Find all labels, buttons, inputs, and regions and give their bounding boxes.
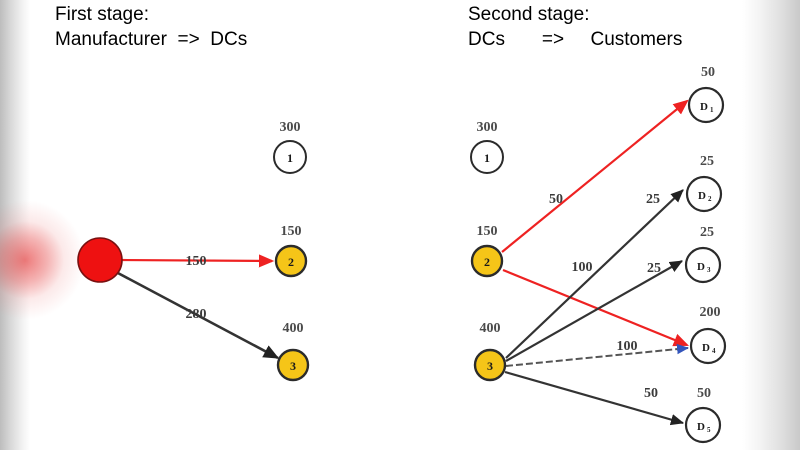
- stage2-flow-label-dc3-d3: 25: [647, 261, 661, 276]
- first-stage-title-line2: Manufacturer => DCs: [55, 29, 248, 50]
- stage2-flow-dc3-to-d5: [504, 370, 685, 426]
- customer-d5-demand: 50: [697, 386, 711, 401]
- stage1-node-dc1[interactable]: [273, 140, 307, 174]
- customer-node-d3[interactable]: [684, 246, 722, 284]
- stage2-group: 50 100 25 25 100 50 300 1 150 2 400 3 50…: [470, 65, 727, 444]
- customer-d3-demand: 25: [700, 225, 714, 240]
- stage1-node-dc3[interactable]: [276, 348, 310, 382]
- stage2-flow-dc3-to-d4: [505, 343, 689, 367]
- second-stage-title-line2: DCs => Customers: [468, 29, 683, 50]
- stage1-dc2-id: 2: [288, 255, 294, 269]
- stage1-dc3-capacity: 400: [283, 321, 304, 336]
- customer-d4-subscript: 4: [712, 347, 716, 355]
- stage2-flow-label-dc3-d5: 50: [644, 386, 658, 401]
- customer-d3-subscript: 3: [707, 266, 711, 274]
- stage2-node-dc3[interactable]: [473, 348, 507, 382]
- stage1-flow-label-dc3: 280: [186, 307, 207, 322]
- customer-node-d2[interactable]: [685, 175, 723, 213]
- customer-d5-id: D: [697, 421, 705, 433]
- stage2-dc3-id: 3: [487, 359, 493, 373]
- customer-d2-demand: 25: [700, 154, 714, 169]
- stage2-dc2-id: 2: [484, 255, 490, 269]
- stage2-dc2-capacity: 150: [477, 224, 498, 239]
- second-stage-title: Second stage: DCs => Customers: [468, 2, 682, 52]
- stage2-node-dc1[interactable]: [470, 140, 504, 174]
- customer-d1-subscript: 1: [710, 106, 714, 114]
- stage2-flow-label-dc3-d4: 100: [617, 339, 638, 354]
- customer-d4-id: D: [702, 342, 710, 354]
- stage2-flow-label-dc3-d2: 25: [646, 192, 660, 207]
- stage1-dc2-capacity: 150: [281, 224, 302, 239]
- right-edge-gradient-strip: [742, 0, 800, 450]
- stage2-dc1-capacity: 300: [477, 120, 498, 135]
- stage2-flow-label-dc2-d4: 100: [572, 260, 593, 275]
- first-stage-title-line1: First stage:: [55, 4, 149, 25]
- customer-node-d5[interactable]: [684, 406, 722, 444]
- stage2-flow-dc3-to-d3: [505, 260, 683, 362]
- first-stage-title: First stage: Manufacturer => DCs: [55, 2, 247, 52]
- stage1-dc1-capacity: 300: [280, 120, 301, 135]
- stage1-node-dc2[interactable]: [274, 244, 308, 278]
- stage2-node-dc2[interactable]: [470, 244, 504, 278]
- customer-d5-subscript: 5: [707, 426, 711, 434]
- stage1-dc1-id: 1: [287, 151, 293, 165]
- stage2-flow-dc2-to-d4: [502, 268, 690, 347]
- stage2-flow-label-dc2-d1: 50: [549, 192, 563, 207]
- stage2-dc1-id: 1: [484, 151, 490, 165]
- customer-d1-id: D: [700, 101, 708, 113]
- stage1-flow-label-dc2: 150: [186, 254, 207, 269]
- stage2-flow-dc3-to-d2: [505, 189, 684, 359]
- customer-node-d4[interactable]: [689, 327, 727, 365]
- stage1-node-manufacturer[interactable]: [77, 237, 123, 283]
- customer-d2-id: D: [698, 190, 706, 202]
- second-stage-title-line1: Second stage:: [468, 4, 590, 25]
- stage1-flow-manufacturer-to-dc3: [115, 270, 280, 360]
- customer-node-d1[interactable]: [687, 86, 725, 124]
- stage1-dc3-id: 3: [290, 359, 296, 373]
- customer-d1-demand: 50: [701, 65, 715, 80]
- stage1-group: 150 280 300 1 150 2 400 3: [77, 120, 310, 382]
- stage2-dc3-capacity: 400: [480, 321, 501, 336]
- stage2-flow-dc2-to-d1: [501, 99, 689, 253]
- customer-d4-demand: 200: [700, 305, 721, 320]
- customer-d3-id: D: [697, 261, 705, 273]
- customer-d2-subscript: 2: [708, 195, 712, 203]
- stage1-flow-manufacturer-to-dc2: [120, 254, 275, 268]
